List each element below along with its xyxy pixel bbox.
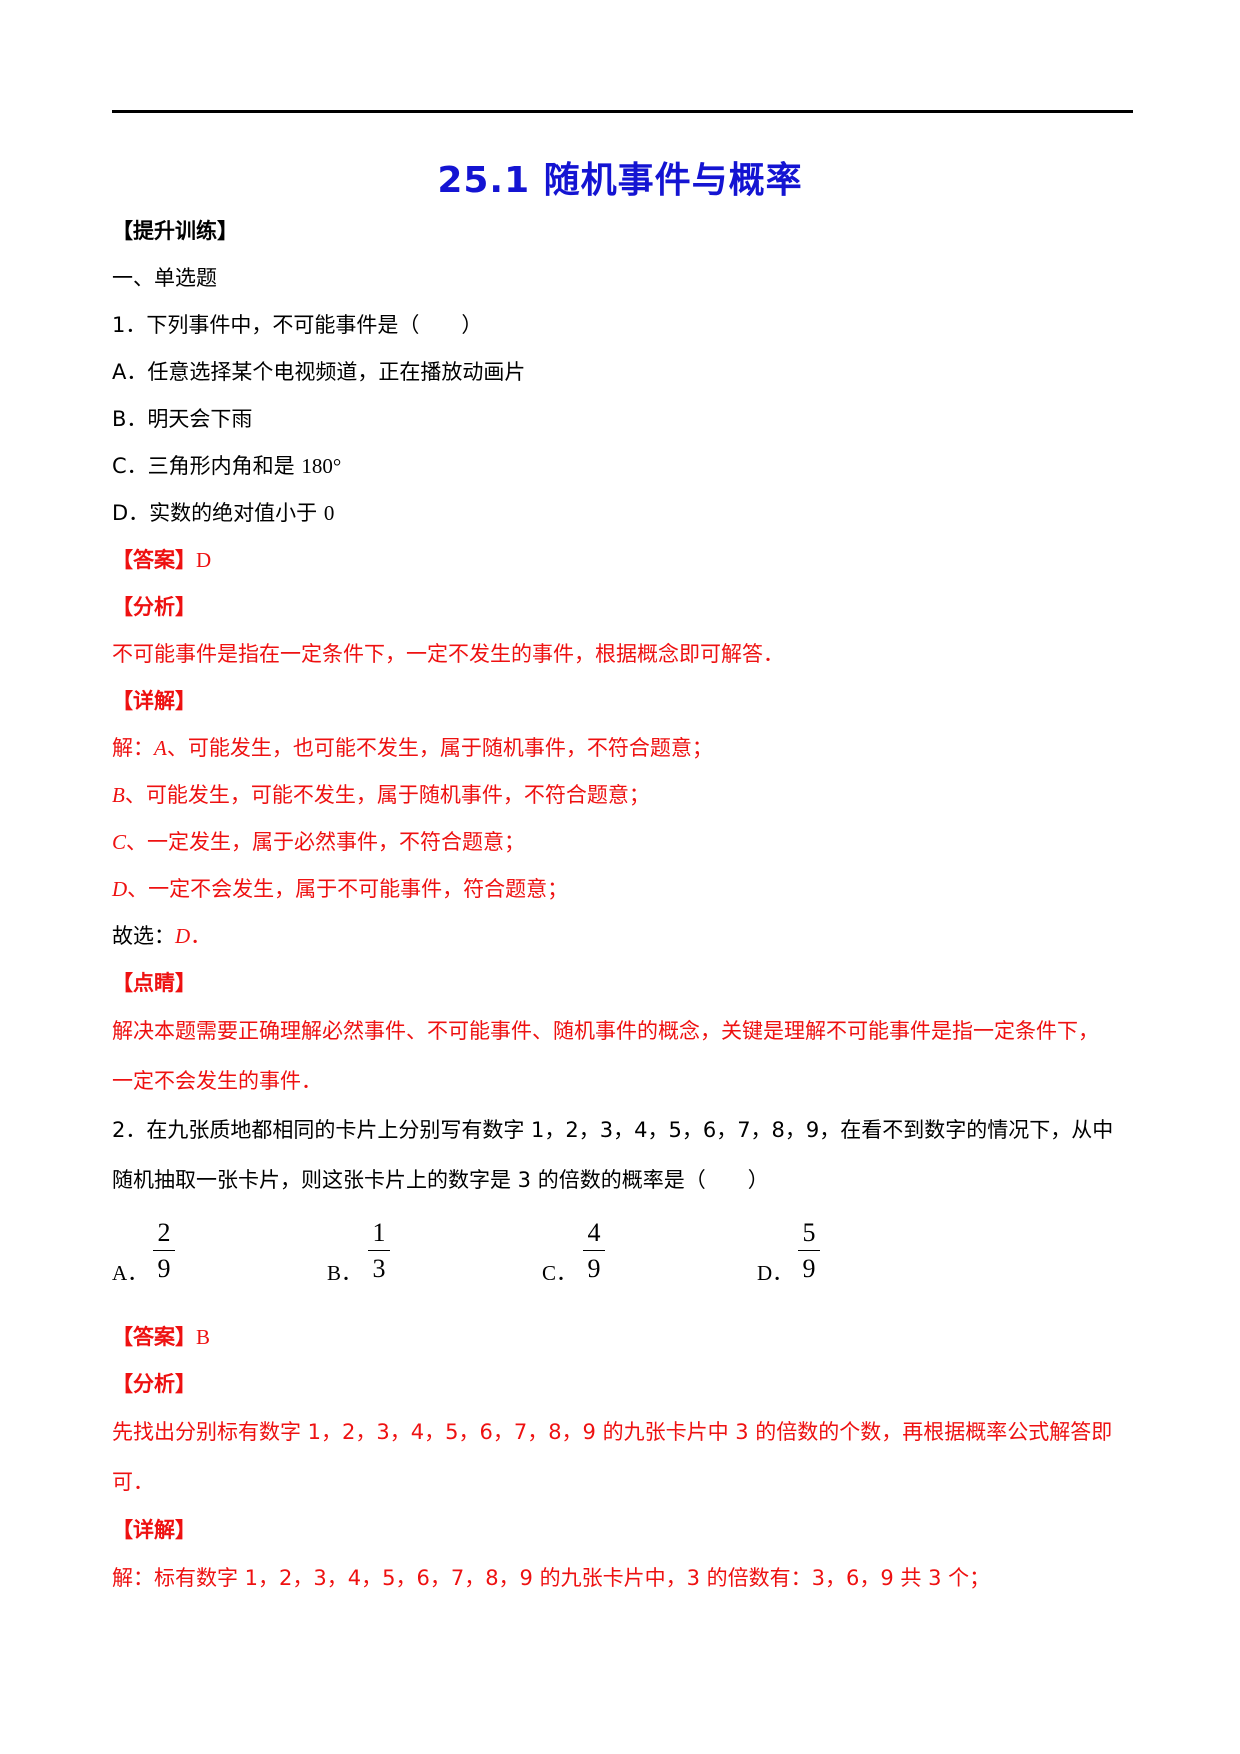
q2-analysis-line-1: 先找出分别标有数字 1，2，3，4，5，6，7，8，9 的九张卡片中 3 的倍数… (112, 1420, 1113, 1444)
section-tag: 【提升训练】 (112, 219, 238, 243)
q1-option-c: C．三角形内角和是 180° (112, 451, 341, 481)
q2-answer-tag: 【答案】 (112, 1325, 196, 1349)
q2-option-a-fraction: 2 9 (152, 1218, 176, 1284)
q2-options: A． 2 9 B． 1 3 C． 4 9 D． (112, 1218, 992, 1290)
page-title: 25.1 随机事件与概率 (437, 160, 803, 201)
q1-comment-line-1: 解决本题需要正确理解必然事件、不可能事件、随机事件的概念，关键是理解不可能事件是… (112, 1019, 1099, 1043)
q1-detail-line-4: D、一定不会发生，属于不可能事件，符合题意； (112, 874, 568, 904)
q1-detail-4-letter: D (112, 877, 128, 901)
q1-choose-prefix: 故选： (112, 924, 175, 948)
q1-choose-line: 故选：D． (112, 921, 211, 951)
q2-analysis-tag: 【分析】 (112, 1372, 196, 1396)
q1-option-c-value: 180° (301, 454, 342, 478)
q2-option-c-numerator: 4 (587, 1218, 601, 1247)
q2-option-d-numerator: 5 (802, 1218, 816, 1247)
q2-option-d-denominator: 9 (802, 1254, 816, 1283)
section-heading: 一、单选题 (112, 266, 217, 290)
q1-option-a: A．任意选择某个电视频道，正在播放动画片 (112, 360, 526, 384)
fraction-bar (153, 1250, 175, 1251)
q2-option-d-letter: D． (757, 1261, 794, 1285)
q1-analysis-tag: 【分析】 (112, 595, 196, 619)
q1-answer-value: D (196, 548, 212, 572)
q2-answer: 【答案】B (112, 1322, 210, 1352)
q2-option-b-fraction: 1 3 (367, 1218, 391, 1284)
q2-answer-value: B (196, 1325, 211, 1349)
q1-choose-suffix: ． (190, 924, 212, 948)
q1-detail-tag: 【详解】 (112, 689, 196, 713)
q1-detail-3-letter: C (112, 830, 127, 854)
q2-option-a-letter: A． (112, 1261, 149, 1285)
q1-option-c-text: C．三角形内角和是 (112, 454, 295, 478)
q2-analysis-line-2: 可． (112, 1470, 154, 1494)
q2-option-b-denominator: 3 (372, 1254, 386, 1283)
q2-option-c-letter: C． (542, 1261, 578, 1285)
q2-stem-line-1: 2．在九张质地都相同的卡片上分别写有数字 1，2，3，4，5，6，7，8，9，在… (112, 1118, 1114, 1142)
q1-detail-line-2: B、可能发生，可能不发生，属于随机事件，不符合题意； (112, 780, 650, 810)
q2-option-b-numerator: 1 (372, 1218, 386, 1247)
q1-choose-letter: D (175, 924, 191, 948)
q2-stem-line-2: 随机抽取一张卡片，则这张卡片上的数字是 3 的倍数的概率是（ ） (112, 1168, 769, 1192)
fraction-bar (583, 1250, 605, 1251)
fraction-bar (368, 1250, 390, 1251)
q2-detail-tag: 【详解】 (112, 1518, 196, 1542)
q1-answer: 【答案】D (112, 545, 211, 575)
fraction-bar (798, 1250, 820, 1251)
q1-detail-1-prefix: 解： (112, 736, 154, 760)
q1-analysis-text: 不可能事件是指在一定条件下，一定不发生的事件，根据概念即可解答． (112, 642, 784, 666)
q2-option-c-denominator: 9 (587, 1254, 601, 1283)
q1-option-b: B．明天会下雨 (112, 407, 253, 431)
q2-option-a-denominator: 9 (157, 1254, 171, 1283)
header-rule (112, 110, 1133, 113)
q2-detail-line: 解：标有数字 1，2，3，4，5，6，7，8，9 的九张卡片中，3 的倍数有：3… (112, 1566, 991, 1590)
q1-answer-tag: 【答案】 (112, 548, 196, 572)
q1-detail-2-letter: B (112, 783, 125, 807)
q1-comment-tag: 【点睛】 (112, 971, 196, 995)
q2-option-c-fraction: 4 9 (582, 1218, 606, 1284)
q1-option-d: D．实数的绝对值小于 0 (112, 498, 334, 528)
q1-detail-2-text: 、可能发生，可能不发生，属于随机事件，不符合题意； (124, 783, 650, 807)
q1-detail-3-text: 、一定发生，属于必然事件，不符合题意； (126, 830, 526, 854)
q1-detail-1-text: 、可能发生，也可能不发生，属于随机事件，不符合题意； (166, 736, 713, 760)
q1-detail-1-letter: A (154, 736, 167, 760)
q1-detail-line-3: C、一定发生，属于必然事件，不符合题意； (112, 827, 525, 857)
q2-option-a-numerator: 2 (157, 1218, 171, 1247)
q1-option-d-text: D．实数的绝对值小于 (112, 501, 318, 525)
q1-option-d-value: 0 (323, 501, 335, 525)
q1-comment-line-2: 一定不会发生的事件． (112, 1069, 322, 1093)
q2-option-d-fraction: 5 9 (797, 1218, 821, 1284)
q1-detail-line-1: 解：A、可能发生，也可能不发生，属于随机事件，不符合题意； (112, 733, 713, 763)
q2-option-b-letter: B． (327, 1261, 363, 1285)
q1-detail-4-text: 、一定不会发生，属于不可能事件，符合题意； (127, 877, 569, 901)
q1-stem: 1．下列事件中，不可能事件是（ ） (112, 313, 483, 337)
